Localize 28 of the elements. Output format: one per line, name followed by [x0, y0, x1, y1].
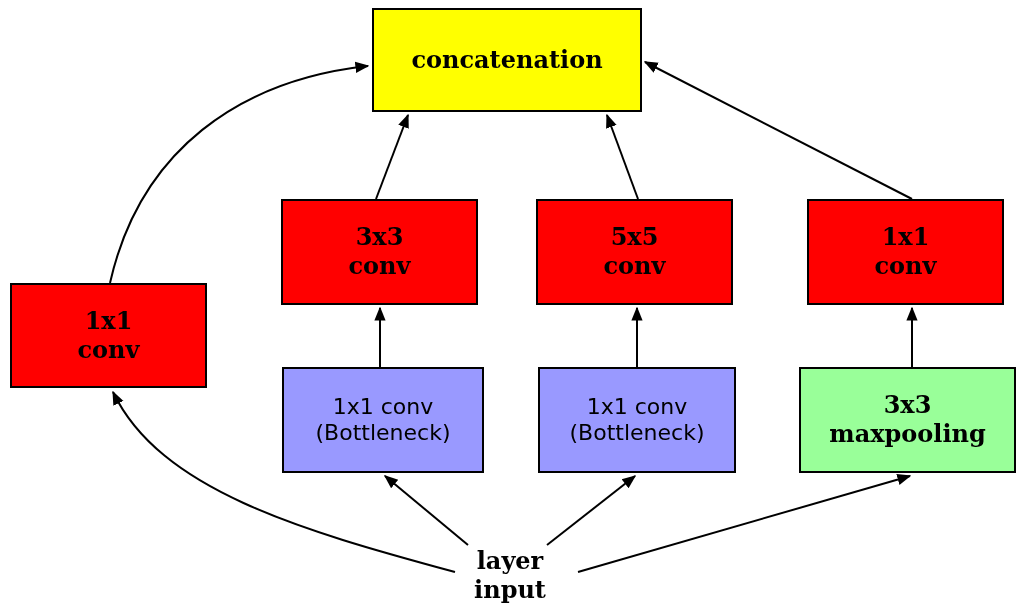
arrow — [643, 61, 913, 200]
arrow — [375, 113, 409, 200]
conv-box — [536, 199, 733, 305]
bottleneck-box — [538, 367, 736, 473]
arrow — [546, 475, 637, 546]
arrow — [109, 62, 370, 284]
box-label: 5x5 conv — [603, 223, 666, 281]
concatenation-box — [372, 8, 642, 112]
box-label: 3x3 maxpooling — [829, 391, 986, 449]
box-label: concatenation — [411, 45, 603, 75]
arrow — [606, 113, 639, 200]
bottleneck-box — [282, 367, 484, 473]
arrow — [374, 306, 386, 368]
box-label: 1x1 conv — [77, 306, 140, 365]
arrow — [577, 474, 912, 573]
arrow — [631, 306, 643, 368]
arrow — [906, 306, 918, 368]
box-label: 1x1 conv (Bottleneck) — [314, 393, 452, 447]
arrow — [112, 390, 456, 573]
input-label: layer input — [474, 547, 546, 605]
box-label: 3x3 conv — [348, 223, 411, 281]
box-label: 1x1 conv — [874, 223, 937, 281]
arrow — [383, 475, 469, 546]
conv-box — [281, 199, 478, 305]
conv-box — [807, 199, 1004, 305]
conv-box — [10, 283, 207, 388]
maxpooling-box — [799, 367, 1016, 473]
box-label: 1x1 conv (Bottleneck) — [568, 393, 706, 447]
